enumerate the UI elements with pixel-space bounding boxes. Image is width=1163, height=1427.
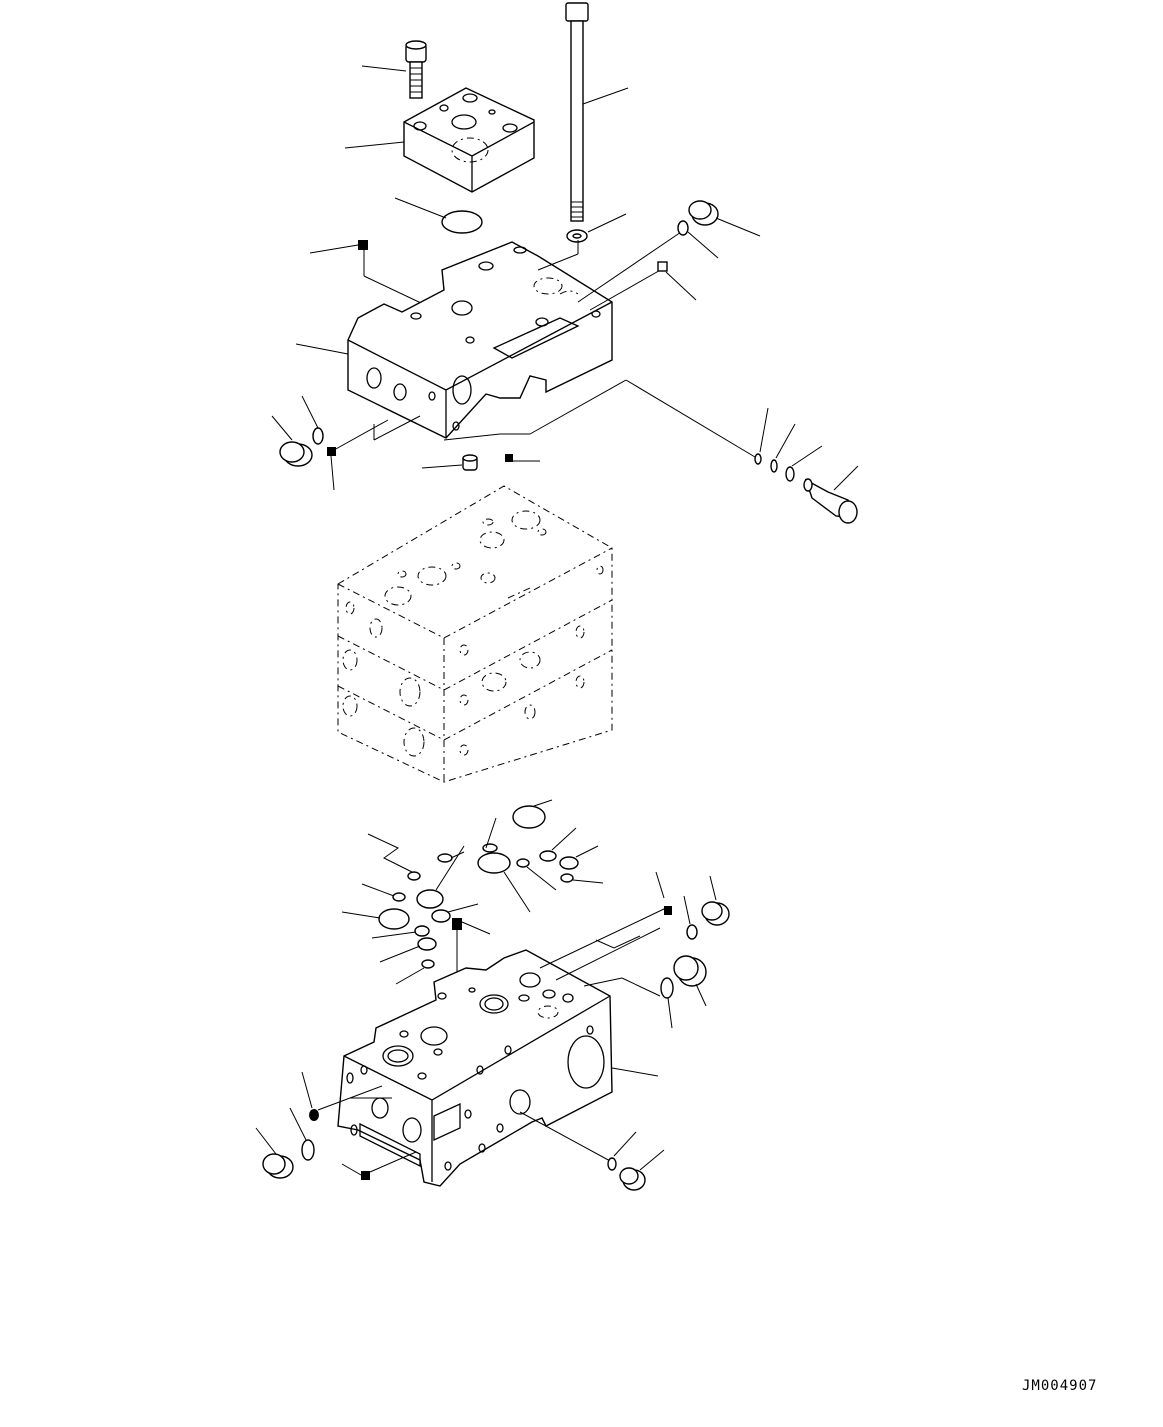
valve-section-stack-reference: [337, 485, 613, 783]
set-plug: [309, 240, 441, 313]
spool-axis-lines: [443, 229, 761, 461]
plug: [271, 395, 421, 491]
o-ring-side: [255, 1071, 417, 1180]
plug-side: [539, 871, 730, 1029]
orifice-plug: [421, 454, 540, 471]
plug: [519, 1111, 665, 1191]
long-through-bolt: [565, 2, 629, 222]
cap-screw: [361, 40, 427, 99]
cover-plate: [344, 87, 535, 193]
washer: [566, 213, 627, 243]
valve-section-bottom: [337, 949, 659, 1187]
plug: [657, 200, 761, 301]
drawing-number: JM004907: [1022, 1378, 1098, 1394]
spool-assembly: [754, 407, 859, 524]
o-ring-large: [394, 197, 483, 234]
o-ring-set: [341, 799, 604, 985]
valve-section-top: [295, 240, 613, 439]
